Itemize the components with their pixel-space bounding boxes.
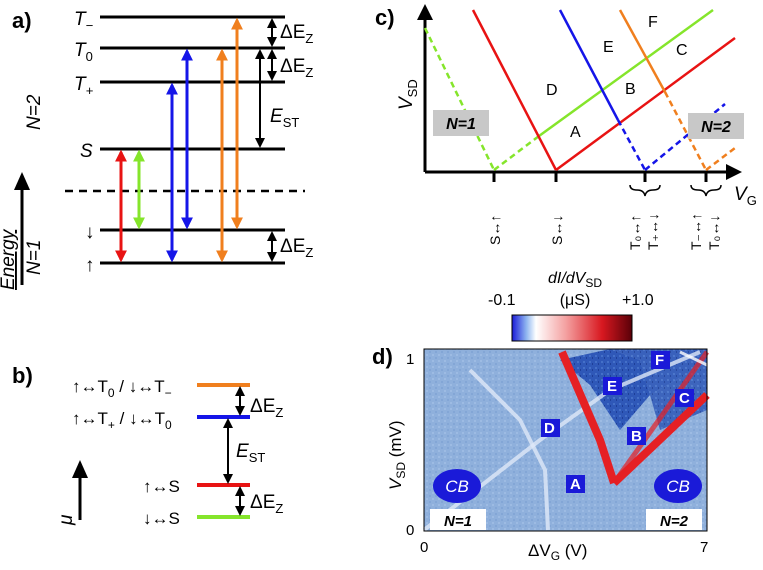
d-ytick-0: 0 xyxy=(406,522,414,539)
c-transition-lines xyxy=(423,8,736,172)
b-gap-ez-1: ΔEZ xyxy=(250,396,283,420)
d-cb-left: CB xyxy=(433,469,481,503)
mu-axis xyxy=(72,460,88,520)
level-t-minus: T− xyxy=(74,9,94,33)
panel-c-label: c) xyxy=(375,5,395,30)
d-xtick-7: 7 xyxy=(700,539,708,556)
d-region-b: B xyxy=(631,428,642,445)
c-tick-labels: S↔↑ S↔↓ T₀↔↑ T₊↔↓ T₋↔↑ T₀↔↓ xyxy=(487,184,722,250)
d-ytick-1: 1 xyxy=(406,351,414,368)
svg-text:CB: CB xyxy=(666,477,690,496)
d-n2-badge: N=2 xyxy=(646,509,702,530)
cbar-unit: (μS) xyxy=(560,292,591,309)
c-tick-s-down: S↔↓ xyxy=(549,215,565,245)
c-tick-s-up: S↔↑ xyxy=(487,215,503,245)
b-row-blue: ↑↔T+ / ↓↔T0 xyxy=(72,409,172,432)
mu-label: μ xyxy=(56,514,77,526)
d-region-e: E xyxy=(607,378,617,395)
level-t0: T0 xyxy=(74,40,93,64)
colorbar xyxy=(511,314,633,342)
gap-ez-1: ΔEZ xyxy=(280,22,313,46)
c-n2-badge: N=2 xyxy=(688,113,744,139)
d-xlabel: ΔVG (V) xyxy=(528,541,587,563)
panel-b-levels xyxy=(197,383,250,519)
c-region-f: F xyxy=(648,14,658,31)
svg-text:N=1: N=1 xyxy=(446,116,476,133)
c-region-d: D xyxy=(546,82,558,99)
c-region-a: A xyxy=(570,124,581,141)
level-s: S xyxy=(80,141,93,162)
d-region-d: D xyxy=(544,420,555,437)
energy-label: Energy xyxy=(0,228,19,290)
gap-arrows-b xyxy=(223,386,245,516)
level-down: ↓ xyxy=(85,222,95,243)
gap-ez-2: ΔEZ xyxy=(280,56,313,80)
d-heatmap xyxy=(422,348,710,532)
c-xlabel: VG xyxy=(734,184,757,208)
c-tick-tm-up: T₋↔↑ xyxy=(688,213,704,250)
b-gap-est: EST xyxy=(236,441,265,465)
panel-a-label: a) xyxy=(12,8,32,33)
n1-label: N=1 xyxy=(24,240,45,275)
b-row-red: ↑↔S xyxy=(143,477,180,496)
panel-b-label: b) xyxy=(12,363,33,388)
energy-axis xyxy=(14,172,30,285)
c-ylabel: VSD xyxy=(396,79,420,110)
c-tick-t0-down: T₀↔↓ xyxy=(706,215,722,250)
svg-text:N=1: N=1 xyxy=(444,513,472,530)
cbar-max: +1.0 xyxy=(622,292,654,309)
b-gap-ez-2: ΔEZ xyxy=(250,492,283,516)
level-up: ↑ xyxy=(85,255,95,276)
svg-text:N=2: N=2 xyxy=(701,119,731,136)
b-row-orange: ↑↔T0 / ↓↔T− xyxy=(72,377,172,400)
panel-d-label: d) xyxy=(372,344,393,369)
cbar-min: -0.1 xyxy=(488,292,516,309)
level-t-plus: T+ xyxy=(74,74,94,98)
gap-est: EST xyxy=(270,106,299,130)
c-tick-t0-up: T₀↔↑ xyxy=(627,215,643,250)
c-region-b: B xyxy=(625,81,636,98)
d-n1-badge: N=1 xyxy=(430,509,486,530)
d-xtick-0: 0 xyxy=(420,539,428,556)
panel-c-axes xyxy=(417,4,742,182)
gap-arrows-a xyxy=(255,18,277,262)
d-ylabel: VSD (mV) xyxy=(386,420,408,490)
c-region-c: C xyxy=(676,42,688,59)
svg-text:N=2: N=2 xyxy=(660,513,689,530)
c-n1-badge: N=1 xyxy=(433,110,489,136)
n2-label: N=2 xyxy=(24,94,45,130)
d-region-c: C xyxy=(679,390,690,407)
d-region-labels: A B C D E F xyxy=(541,351,694,493)
d-region-a: A xyxy=(570,476,581,493)
gap-ez-3: ΔEZ xyxy=(280,236,313,260)
c-tick-tp-down: T₊↔↓ xyxy=(645,213,661,250)
cbar-title: dI/dVSD xyxy=(548,270,602,290)
d-region-f: F xyxy=(655,352,664,369)
svg-text:CB: CB xyxy=(445,477,469,496)
panel-a-energy-levels xyxy=(65,15,305,265)
c-region-e: E xyxy=(603,39,614,56)
b-row-green: ↓↔S xyxy=(143,509,180,528)
d-cb-right: CB xyxy=(654,469,702,503)
